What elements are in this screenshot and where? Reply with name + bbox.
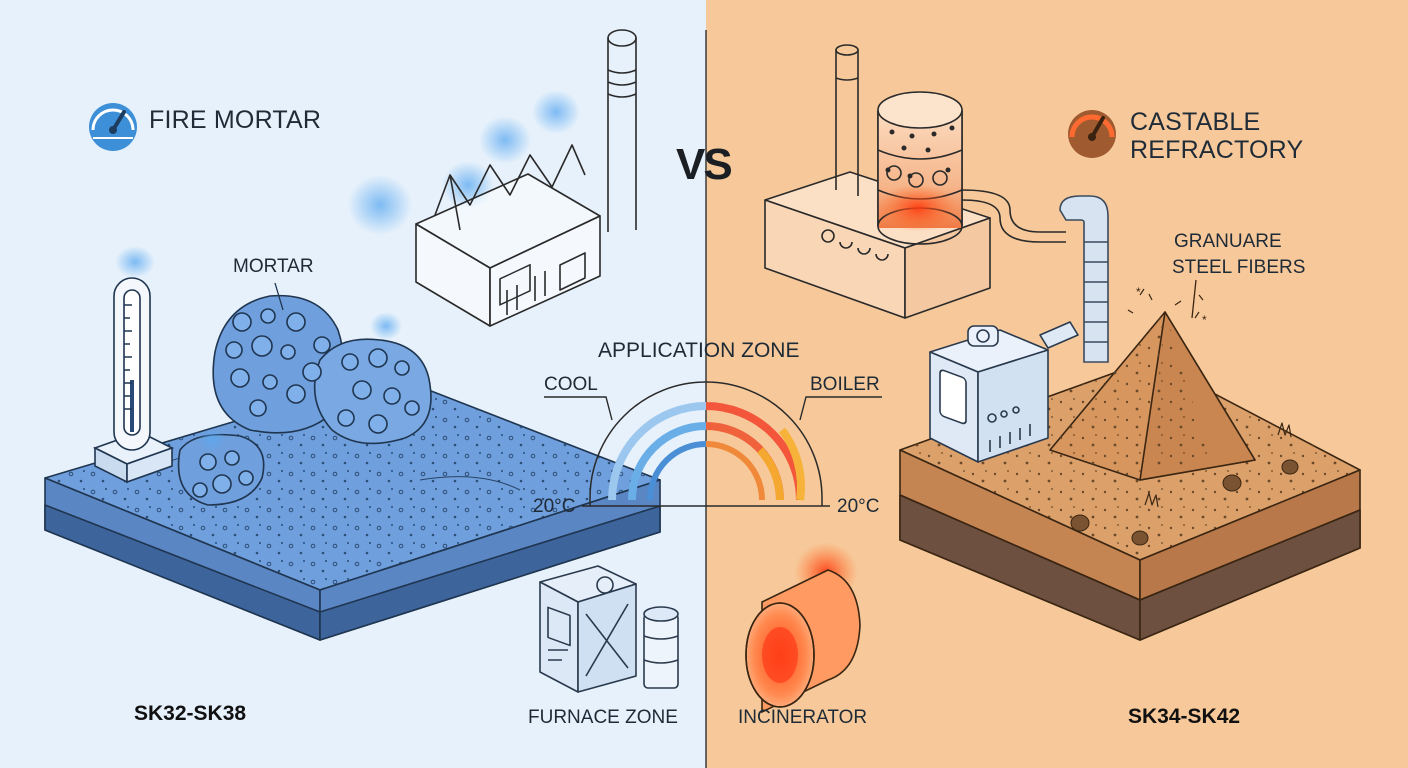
furnace-unit-icon — [539, 565, 679, 693]
right-grade-label: SK34-SK42 — [1128, 705, 1241, 728]
application-zone-title: APPLICATION ZONE — [598, 339, 800, 362]
steel-fibers-label: STEEL FIBERS — [1172, 257, 1306, 278]
boiler-plant-icon — [764, 44, 1066, 319]
gauge-icon — [89, 103, 137, 151]
boiler-label: BOILER — [810, 374, 880, 395]
pipe-icon — [1059, 195, 1109, 363]
castable-title-line2: REFRACTORY — [1130, 136, 1304, 164]
right-temp-label: 20°C — [837, 496, 880, 517]
fire-mortar-title: FIRE MORTAR — [149, 106, 322, 134]
cool-label: COOL — [544, 374, 598, 395]
mortar-aggregate — [177, 294, 432, 506]
left-grade-label: SK32-SK38 — [134, 702, 247, 725]
svg-text:*: * — [1136, 285, 1141, 299]
svg-text:*: * — [1202, 313, 1207, 327]
factory-icon — [348, 29, 637, 327]
castable-title-line1: CASTABLE — [1130, 108, 1261, 136]
left-temp-label: 20°C — [533, 496, 576, 517]
granuare-label: GRANUARE — [1174, 231, 1282, 252]
vs-label: VS — [676, 140, 733, 189]
fiber-leader-line — [1191, 279, 1197, 319]
thermometer-icon — [92, 246, 175, 484]
mortar-terrain-block — [44, 374, 661, 641]
steel-fiber-pile: * * — [1049, 285, 1256, 481]
application-zone-gauge — [544, 381, 882, 507]
mortar-label: MORTAR — [233, 256, 314, 277]
furnace-zone-label: FURNACE ZONE — [528, 707, 678, 728]
gauge-icon — [1068, 110, 1116, 158]
mixer-machine-icon — [929, 321, 1079, 463]
incinerator-label: INCINERATOR — [738, 707, 868, 728]
incinerator-drum-icon — [745, 542, 861, 714]
mortar-leader-line — [274, 282, 284, 311]
